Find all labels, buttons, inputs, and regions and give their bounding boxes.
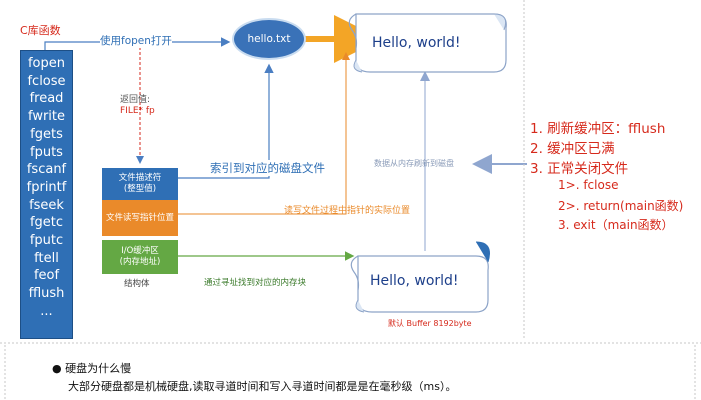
- function-item: fscanf: [26, 162, 67, 178]
- buffer-content: Hello, world!: [370, 273, 459, 289]
- bullet-icon: ●: [52, 362, 62, 375]
- return-label: 返回值:: [120, 95, 151, 105]
- function-item: fseek: [29, 197, 64, 213]
- struct-fd-box: 文件描述符 (整型值): [102, 168, 178, 200]
- struct-buffer-line2: (内存地址): [119, 257, 161, 267]
- function-item: fputs: [30, 144, 63, 160]
- rule-return: 2>. return(main函数): [558, 199, 684, 213]
- index-label: 索引到对应的磁盘文件: [210, 160, 325, 176]
- function-item: fgets: [30, 126, 63, 142]
- addr-label: 通过寻址找到对应的内存块: [204, 278, 307, 288]
- clib-label: C库函数: [20, 24, 61, 37]
- rule-fflush: 1. 刷新缓冲区：fflush: [530, 121, 666, 137]
- struct-caption: 结构体: [124, 279, 150, 289]
- fopen-label: 使用fopen打开: [100, 33, 172, 48]
- buffer-caption: 默认 Buffer 8192byte: [388, 319, 472, 328]
- file-name: hello.txt: [247, 33, 291, 45]
- function-item: fread: [29, 91, 64, 107]
- function-item: fwrite: [27, 109, 66, 125]
- return-type-label: FILE* fp: [120, 106, 155, 116]
- struct-pointer-box: 文件读写指针位置: [102, 200, 178, 236]
- rule-exit: 3. exit（main函数）: [558, 218, 674, 232]
- rule-fclose: 1>. fclose: [558, 178, 619, 192]
- function-item: ftell: [34, 250, 59, 266]
- struct-buffer-box: I/O缓冲区 (内存地址): [102, 240, 178, 274]
- notes-bullet: ● 硬盘为什么慢: [52, 360, 131, 376]
- struct-fd-line2: (整型值): [123, 184, 157, 194]
- flush-label: 数据从内存刷新到磁盘: [374, 159, 454, 168]
- function-item: fputc: [29, 233, 64, 249]
- notes-line1: 大部分硬盘都是机械硬盘,读取寻道时间和写入寻道时间都是是在毫秒级（ms）。: [68, 380, 457, 393]
- rule-buffer-full: 2. 缓冲区已满: [530, 141, 615, 157]
- rw-pointer-label: 读写文件过程中指针的实际位置: [284, 206, 411, 216]
- function-item: feof: [33, 268, 60, 284]
- index-arrow: [178, 63, 274, 179]
- function-item: fflush: [28, 286, 65, 302]
- disk-content: Hello, world!: [372, 35, 461, 51]
- struct-buffer-line1: I/O缓冲区: [121, 246, 159, 256]
- buffer-scroll: [350, 241, 490, 313]
- function-item: fprintf: [26, 179, 67, 195]
- rw-pointer-arrow: [178, 52, 350, 215]
- file-node: hello.txt: [234, 20, 304, 58]
- notes-title: 硬盘为什么慢: [65, 362, 132, 375]
- struct-pointer-line1: 文件读写指针位置: [105, 212, 174, 223]
- function-item: fgetc: [29, 215, 64, 231]
- struct-fd-line1: 文件描述符: [118, 173, 162, 183]
- function-item: ...: [40, 303, 53, 319]
- rule-close-file: 3. 正常关闭文件: [530, 161, 629, 177]
- function-item: fclose: [27, 73, 66, 89]
- function-item: fopen: [27, 56, 66, 71]
- disk-scroll: [348, 13, 507, 73]
